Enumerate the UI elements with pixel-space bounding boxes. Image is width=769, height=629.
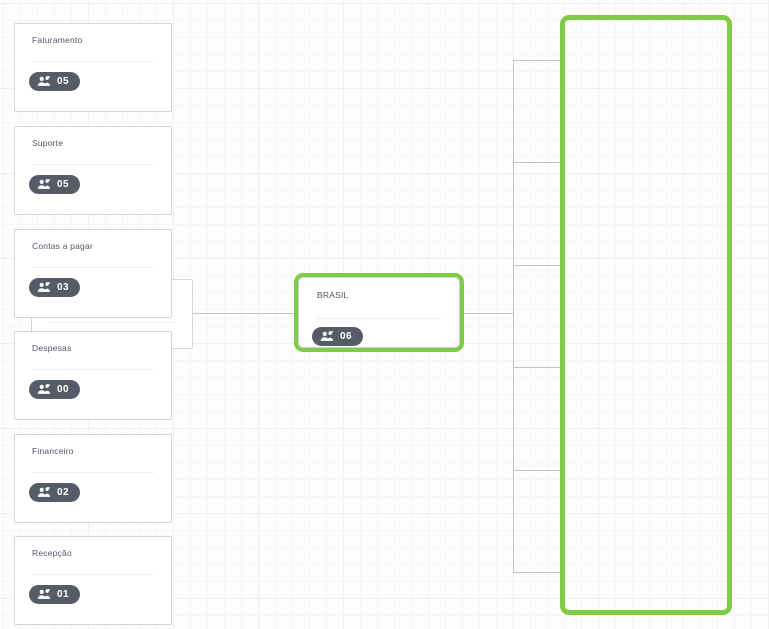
- org-node-brasil-highlight[interactable]: BRASIL 06: [294, 273, 464, 352]
- member-count-badge: 05: [29, 72, 80, 91]
- card-divider: [32, 61, 154, 62]
- org-node-department[interactable]: Despesas 00: [14, 331, 172, 420]
- card-divider: [32, 267, 154, 268]
- org-node-department[interactable]: Financeiro 02: [14, 434, 172, 523]
- users-icon: [320, 331, 334, 342]
- org-node-department[interactable]: Contas a pagar 03: [14, 229, 172, 318]
- connector-trunk-to-dept-3: [513, 265, 565, 266]
- connector-brasil-to-trunk: [464, 313, 514, 314]
- org-node-department-title: Contas a pagar: [32, 241, 93, 251]
- member-count-badge: 02: [29, 483, 80, 502]
- member-count-value: 06: [340, 330, 352, 342]
- org-node-department-title: Recepção: [32, 548, 72, 558]
- card-divider: [317, 318, 441, 319]
- connector-trunk: [513, 60, 514, 573]
- org-node-department-title: Faturamento: [32, 35, 83, 45]
- users-icon: [37, 589, 51, 600]
- member-count-value: 02: [57, 486, 69, 498]
- org-node-department-title: Suporte: [32, 138, 64, 148]
- member-count-value: 01: [57, 588, 69, 600]
- org-node-brasil[interactable]: BRASIL 06: [299, 278, 459, 347]
- users-icon: [37, 179, 51, 190]
- card-divider: [32, 472, 154, 473]
- card-divider: [32, 369, 154, 370]
- users-icon: [37, 384, 51, 395]
- card-divider: [32, 164, 154, 165]
- users-icon: [37, 282, 51, 293]
- connector-trunk-to-dept-4: [513, 367, 565, 368]
- org-node-brasil-title: BRASIL: [317, 290, 349, 300]
- connector-trunk-to-dept-1: [513, 60, 565, 61]
- member-count-badge: 03: [29, 278, 80, 297]
- connector-trunk-to-dept-5: [513, 470, 565, 471]
- org-node-department[interactable]: Recepção 01: [14, 536, 172, 625]
- card-divider: [32, 574, 154, 575]
- member-count-value: 00: [57, 383, 69, 395]
- member-count-badge: 06: [312, 327, 363, 346]
- department-group-highlight[interactable]: [560, 15, 732, 615]
- connector-trunk-to-dept-2: [513, 162, 565, 163]
- org-node-department[interactable]: Faturamento 05: [14, 23, 172, 112]
- users-icon: [37, 487, 51, 498]
- member-count-badge: 00: [29, 380, 80, 399]
- member-count-value: 03: [57, 281, 69, 293]
- org-node-department-title: Despesas: [32, 343, 72, 353]
- member-count-badge: 05: [29, 175, 80, 194]
- card-divider: [49, 322, 175, 323]
- member-count-value: 05: [57, 178, 69, 190]
- org-node-department-title: Financeiro: [32, 446, 74, 456]
- connector-trunk-to-dept-6: [513, 572, 565, 573]
- users-icon: [37, 76, 51, 87]
- member-count-value: 05: [57, 75, 69, 87]
- member-count-badge: 01: [29, 585, 80, 604]
- connector-root-to-brasil: [193, 313, 294, 314]
- org-node-department[interactable]: Suporte 05: [14, 126, 172, 215]
